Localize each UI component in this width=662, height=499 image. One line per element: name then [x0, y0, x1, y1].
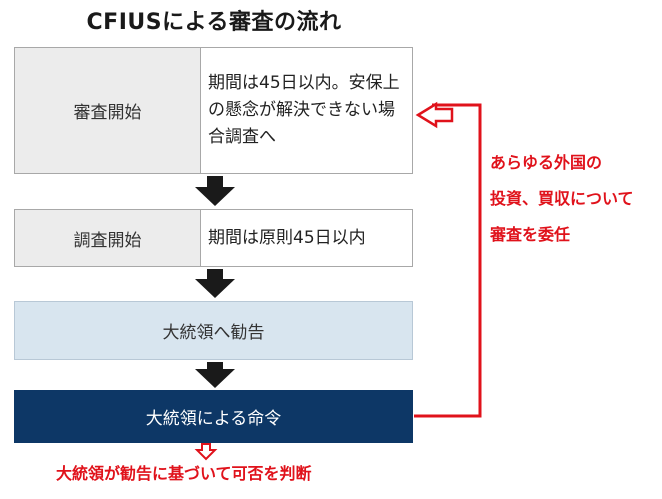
review-start-note: 期間は45日以内。安保上の懸念が解決できない場合調査へ	[208, 73, 400, 147]
review-start-label: 審査開始	[73, 103, 142, 123]
delegation-note: あらゆる外国の 投資、買収について 審査を委任	[490, 145, 660, 253]
delegation-note-line-3: 審査を委任	[490, 225, 571, 244]
delegation-note-line-2: 投資、買収について	[490, 189, 634, 208]
flow-arrow-1	[195, 176, 235, 206]
president-order-label: 大統領による命令	[145, 409, 282, 429]
advise-president-label: 大統領へ勧告	[162, 323, 265, 343]
review-start-label-box: 審査開始	[14, 47, 200, 174]
diagram-title: CFIUSによる審査の流れ	[86, 10, 342, 35]
investigation-start-label-box: 調査開始	[14, 209, 200, 267]
decision-arrow-icon	[194, 443, 218, 461]
review-start-note-box: 期間は45日以内。安保上の懸念が解決できない場合調査へ	[200, 47, 413, 174]
feedback-arrowhead	[415, 101, 454, 129]
decision-note: 大統領が勧告に基づいて可否を判断	[56, 464, 312, 483]
investigation-start-note: 期間は原則45日以内	[208, 227, 366, 248]
president-order-box: 大統領による命令	[14, 390, 413, 443]
investigation-start-label: 調査開始	[73, 230, 142, 251]
advise-president-box: 大統領へ勧告	[14, 301, 413, 360]
investigation-start-note-box: 期間は原則45日以内	[200, 209, 413, 267]
delegation-note-line-1: あらゆる外国の	[490, 153, 603, 172]
flow-arrow-3	[195, 362, 235, 388]
feedback-loop-line	[414, 103, 482, 418]
flow-arrow-2	[195, 269, 235, 298]
